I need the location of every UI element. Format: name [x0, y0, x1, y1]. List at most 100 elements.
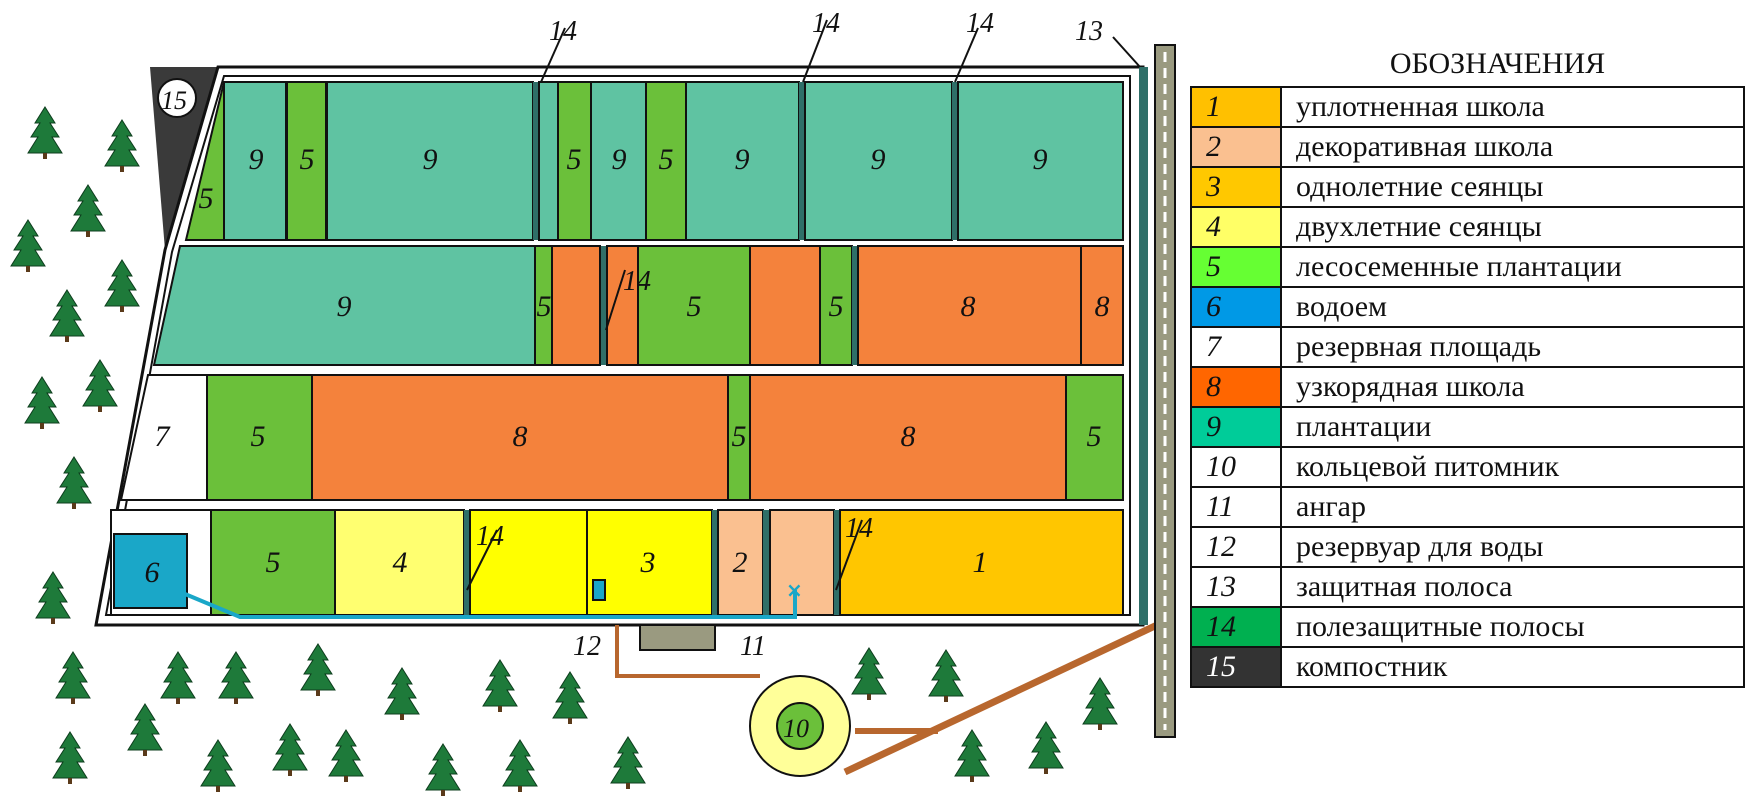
- plot-label: 5: [732, 420, 747, 453]
- tree-icon: [55, 651, 91, 704]
- plot-label: 9: [337, 290, 352, 323]
- tree-icon: [104, 259, 140, 312]
- plot-area: [326, 81, 534, 241]
- tree-icon: [954, 729, 990, 782]
- tree-icon: [49, 289, 85, 342]
- ring-nursery-core: [776, 702, 824, 750]
- plot-area: [210, 509, 336, 616]
- legend-label: ангар: [1280, 486, 1745, 528]
- tree-icon: [328, 729, 364, 782]
- tree-icon: [552, 671, 588, 724]
- plot-narrow-row-school: 8: [311, 374, 729, 501]
- plot-label: 2: [733, 546, 748, 579]
- tree-icon: [502, 739, 538, 792]
- plot-narrow-row-school: [749, 245, 821, 366]
- plot-label: 5: [687, 290, 702, 323]
- plot-plantation: 9: [223, 81, 287, 241]
- plot-narrow-row-school: [551, 245, 601, 366]
- shelter-strip: [852, 246, 858, 365]
- plot-label: 9: [423, 143, 438, 176]
- reservoir-label: 12: [573, 631, 601, 662]
- callout-14-leader: [954, 27, 979, 83]
- plot-label: 6: [145, 556, 160, 589]
- plot-pond: 6: [113, 533, 188, 609]
- plot-label: 5: [537, 290, 552, 323]
- plot-label: 5: [1087, 420, 1102, 453]
- plot-label: 4: [393, 546, 408, 579]
- plot-label: 8: [1095, 290, 1110, 323]
- plot-area: [113, 533, 188, 609]
- legend-label: полезащитные полосы: [1280, 606, 1745, 648]
- legend-swatch: 3: [1190, 166, 1282, 208]
- tree-icon: [425, 743, 461, 796]
- plot-plantation: 9: [685, 81, 800, 241]
- strip-callout-label: 14: [812, 8, 840, 39]
- legend-swatch: 6: [1190, 286, 1282, 328]
- plot-label: 3: [640, 546, 656, 579]
- water-reservoir: [592, 579, 606, 601]
- legend-swatch: 5: [1190, 246, 1282, 288]
- tree-icon: [82, 359, 118, 412]
- plot-label: 8: [901, 420, 916, 453]
- callout-14-leader: [835, 519, 863, 591]
- plot-narrow-row-school: 8: [1080, 245, 1124, 366]
- plot-area: [469, 509, 713, 616]
- tree-icon: [70, 184, 106, 237]
- plot-seed-plantation: [819, 245, 853, 366]
- plot-seed-plantation: 5: [727, 374, 751, 501]
- road-to-ring: [615, 625, 760, 678]
- legend-label: лесосеменные плантации: [1280, 246, 1745, 288]
- tree-icon: [52, 731, 88, 784]
- legend-swatch: 13: [1190, 566, 1282, 608]
- callout-14-leader: [540, 27, 566, 83]
- plot-label: 8: [513, 420, 528, 453]
- pipe-valve-icon: ×: [786, 578, 803, 602]
- plot-narrow-row-school: 8: [749, 374, 1067, 501]
- water-pipe: [184, 590, 797, 619]
- shelterbelt-label: 13: [1075, 16, 1103, 47]
- plot-area: [637, 245, 751, 366]
- legend-label: резервная площадь: [1280, 326, 1745, 368]
- road-diagonal: [843, 621, 1159, 776]
- tree-icon: [928, 649, 964, 702]
- legend-swatch: 9: [1190, 406, 1282, 448]
- shelter-strip: [834, 510, 840, 615]
- plot-seed-plantation: 5: [210, 509, 336, 616]
- plot-seed-plantation: 5: [534, 245, 553, 366]
- legend-label: кольцевой питомник: [1280, 446, 1745, 488]
- legend-label: плантации: [1280, 406, 1745, 448]
- plot-area: [749, 374, 1067, 501]
- hangar-label: 11: [740, 631, 766, 662]
- plot-seed-plantation: 5: [637, 245, 751, 366]
- plot-area: [1065, 374, 1124, 501]
- legend-swatch: 7: [1190, 326, 1282, 368]
- plot-seed-plantation: 5: [645, 81, 687, 241]
- tree-icon: [104, 119, 140, 172]
- tree-icon: [27, 106, 63, 159]
- plot-label: 5: [199, 182, 214, 215]
- plot-area: [557, 81, 592, 241]
- plot-label: 1: [973, 546, 988, 579]
- plot-plantation: 9: [326, 81, 534, 241]
- plot-area: [857, 245, 1082, 366]
- protective-strip: [1139, 67, 1148, 625]
- legend-label: узкорядная школа: [1280, 366, 1745, 408]
- shelter-strip: [464, 510, 470, 615]
- legend-swatch: 2: [1190, 126, 1282, 168]
- plot-biennial-seedlings: 4: [334, 509, 465, 616]
- plot-reserve-area: 7: [119, 374, 208, 501]
- tree-icon: [272, 723, 308, 776]
- plot-label: 5: [659, 143, 674, 176]
- legend-label: водоем: [1280, 286, 1745, 328]
- compost-label: 15: [161, 86, 187, 115]
